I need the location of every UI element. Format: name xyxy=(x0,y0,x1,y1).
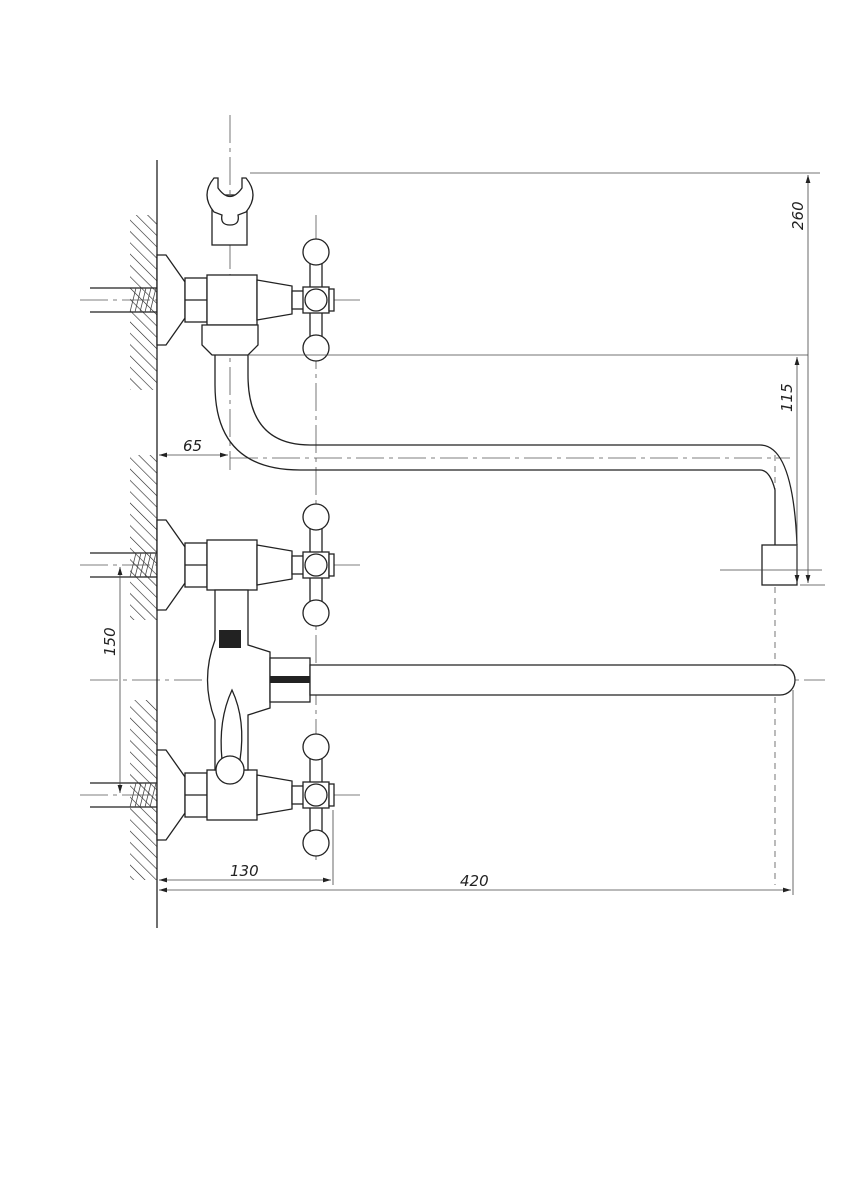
dim-65-label: 65 xyxy=(183,437,202,455)
dimension-lines xyxy=(117,172,825,895)
dim-130-label: 130 xyxy=(230,862,259,880)
centerlines xyxy=(80,115,825,885)
dim-260-label: 260 xyxy=(789,201,807,230)
upper-spout xyxy=(214,355,798,586)
diverter-body xyxy=(206,589,311,785)
shower-holder xyxy=(206,177,254,246)
dim-420-label: 420 xyxy=(460,872,489,890)
lower-spout xyxy=(309,664,796,696)
dim-115-label: 115 xyxy=(778,383,796,412)
wall xyxy=(130,160,158,928)
dim-150-label: 150 xyxy=(101,627,119,656)
